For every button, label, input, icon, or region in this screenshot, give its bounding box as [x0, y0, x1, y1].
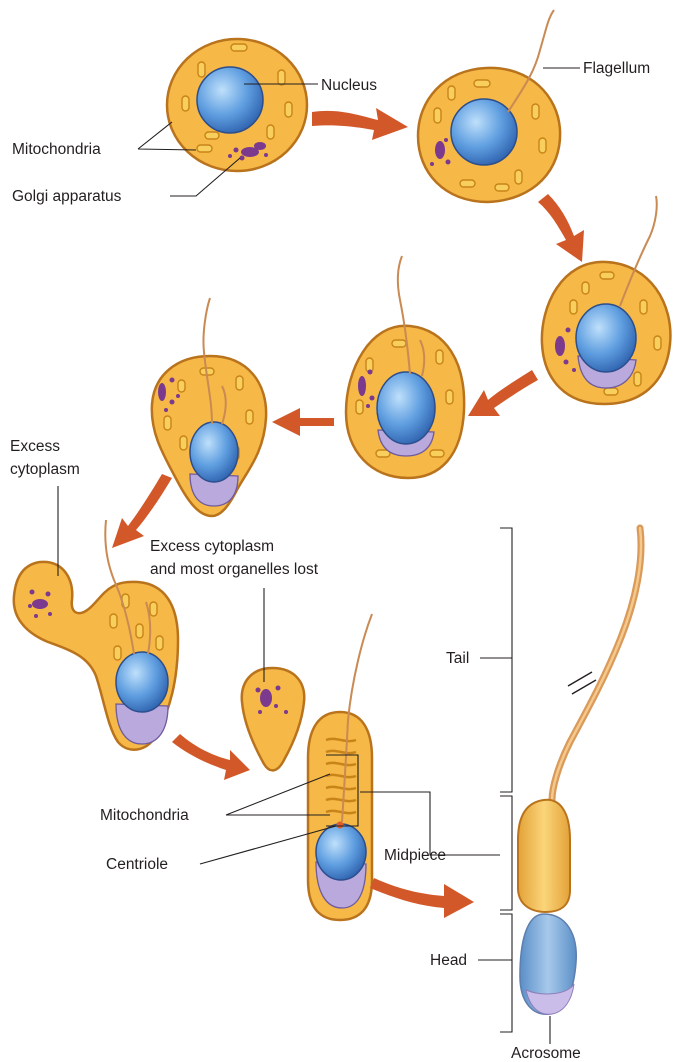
arrow-4	[272, 408, 334, 436]
mature-sperm	[518, 528, 641, 1014]
tail	[552, 528, 641, 800]
label-midpiece: Midpiece	[384, 847, 446, 864]
label-lost-1: Excess cytoplasm	[150, 538, 274, 555]
spermatid-stage-7	[308, 614, 372, 920]
arrow-1	[312, 108, 408, 140]
nucleus	[451, 99, 517, 165]
arrow-5	[112, 474, 172, 548]
spermatid-stage-1	[167, 39, 307, 171]
label-tail: Tail	[446, 650, 469, 667]
label-mitochondria-bottom: Mitochondria	[100, 807, 189, 824]
label-nucleus: Nucleus	[321, 77, 377, 94]
nucleus	[197, 67, 263, 133]
label-centriole: Centriole	[106, 856, 168, 873]
label-head: Head	[430, 952, 467, 969]
label-lost-2: and most organelles lost	[150, 561, 319, 578]
nucleus	[576, 304, 636, 372]
spermatid-stage-2	[418, 10, 560, 202]
centriole	[337, 822, 344, 829]
nucleus	[116, 652, 168, 712]
residual-body	[242, 668, 304, 770]
arrow-3	[468, 370, 538, 416]
label-mitochondria-top: Mitochondria	[12, 141, 101, 158]
midpiece	[518, 800, 570, 912]
label-golgi: Golgi apparatus	[12, 188, 122, 205]
label-excess-1: Excess	[10, 438, 60, 455]
spermatid-stage-4	[346, 256, 464, 478]
spermatid-stage-5	[152, 298, 266, 516]
tail-break-marks	[568, 672, 596, 694]
arrow-2	[538, 194, 584, 262]
arrow-7	[370, 878, 474, 918]
label-flagellum: Flagellum	[583, 60, 650, 77]
nucleus	[190, 422, 238, 482]
nucleus	[316, 824, 366, 880]
nucleus	[377, 372, 435, 444]
label-acrosome: Acrosome	[511, 1045, 581, 1062]
arrow-6	[172, 734, 250, 780]
label-excess-2: cytoplasm	[10, 461, 80, 478]
